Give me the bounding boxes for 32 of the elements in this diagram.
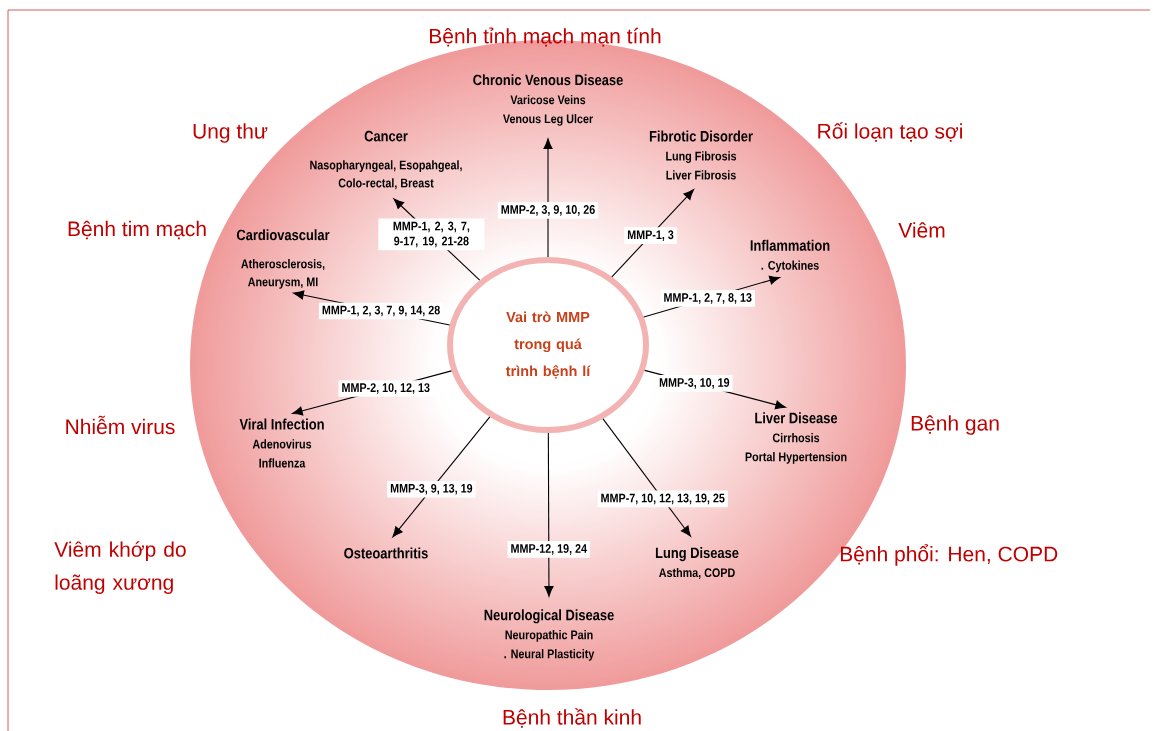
edge-label: MMP-2, 3, 9, 10, 26 [497,202,599,219]
translation-label: Bệnh gan [911,415,999,435]
edge-label: MMP-1, 3 [624,227,677,244]
disease-label: Inflammation . Cytokines [750,239,830,273]
edge-label: MMP-1, 2, 3, 7, 9-17, 19, 21-28 [378,218,485,251]
arrow [611,189,694,278]
translation-label: Viêm [898,222,945,238]
edge-label: MMP-3, 10, 19 [656,375,733,392]
translation-label: Rối loạn tạo sợi [818,122,962,142]
disease-label: Chronic Venous Disease Varicose Veins Venous Leg Ulcer [473,74,623,126]
translation-label: Viêm khớp do loãng xương [54,541,186,595]
translation-label: Ung thư [193,123,268,143]
arrow [544,432,554,597]
arrow [392,416,491,538]
disease-label: Liver Disease Cirrhosis Portal Hypertension [745,412,847,464]
arrow [602,418,691,537]
edge-label: MMP-1, 2, 7, 8, 13 [660,290,755,307]
arrow [543,138,553,258]
disease-label: Neurological Disease Neuropathic Pain . Neural Plasticity [484,609,614,661]
disease-label: Lung Disease Asthma, COPD [655,547,739,579]
disease-label: Osteoarthritis [344,547,428,559]
disease-label: Viral Infection Adenovirus Influenza [239,418,324,468]
translation-label: Nhiễm virus [66,415,175,435]
translation-label: Bệnh tỉnh mạch mạn tính [430,27,661,47]
translation-label: Bệnh tim mạch [68,220,206,240]
edge-label: MMP-2, 10, 12, 13 [338,380,433,397]
disease-label: Cardiovascular Atherosclerosis, Aneurysm, MI [236,229,330,289]
disease-label: Cancer Nasopharyngeal, Esopahgeal, Colo-rectal, Breast [310,130,462,190]
translation-label: Bệnh thần kinh [503,708,641,728]
disease-label: Fibrotic Disorder Lung Fibrosis Liver Fibrosis [649,130,753,180]
translation-label: Bệnh phổi: Hen, COPD [840,544,1058,566]
edge-label: MMP-12, 19, 24 [507,541,591,558]
